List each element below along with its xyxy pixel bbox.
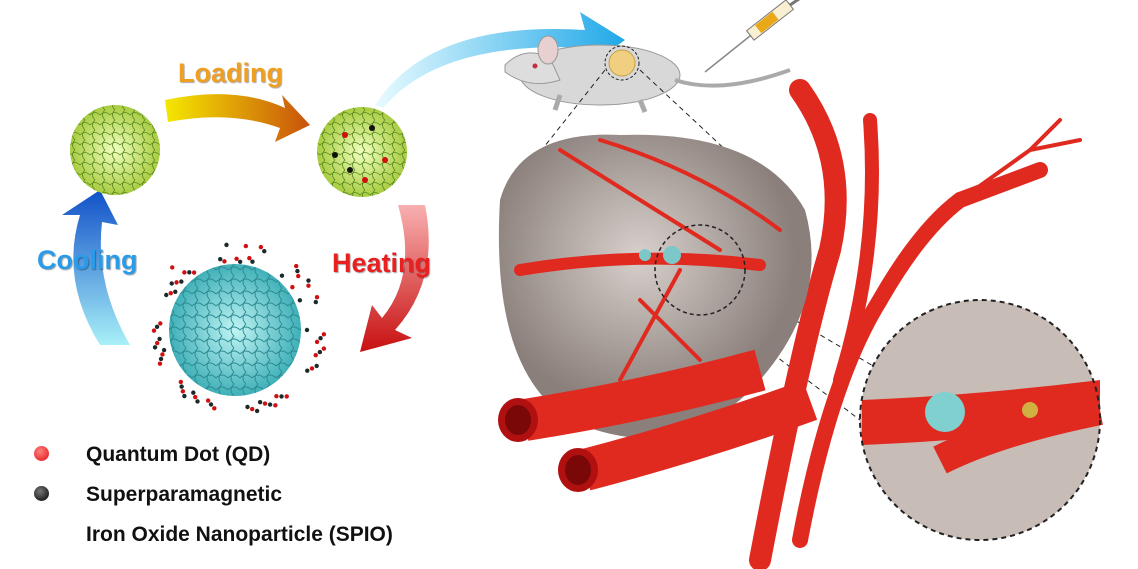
nanoparticle bbox=[157, 361, 163, 366]
nanoparticle bbox=[151, 328, 157, 333]
nanoparticle bbox=[195, 399, 200, 404]
nanoparticle bbox=[297, 298, 303, 303]
nanoparticle bbox=[317, 349, 323, 355]
nanoparticle bbox=[306, 278, 311, 283]
nanoparticle bbox=[168, 291, 173, 296]
blood-vessels bbox=[749, 79, 1082, 569]
nanoparticle bbox=[243, 243, 249, 249]
nanoparticle bbox=[305, 368, 310, 373]
nanoparticle bbox=[313, 299, 319, 305]
nanoparticle bbox=[313, 353, 318, 358]
nanoparticle bbox=[321, 346, 327, 351]
nanoparticle bbox=[154, 324, 160, 330]
nanoparticle bbox=[191, 270, 197, 275]
nanoparticle bbox=[309, 366, 315, 371]
nanoparticle bbox=[321, 332, 327, 337]
nanoparticle bbox=[295, 268, 300, 274]
spio-legend-icon bbox=[34, 486, 49, 501]
nanoparticle bbox=[158, 321, 163, 326]
nanoparticle bbox=[174, 280, 179, 285]
vessel-tubes bbox=[498, 349, 818, 492]
zoom-inset bbox=[859, 299, 1103, 541]
nanoparticle bbox=[157, 336, 162, 342]
loaded-nanoparticles bbox=[332, 125, 388, 183]
legend-spio-line1: Superparamagnetic bbox=[86, 483, 283, 506]
nanoparticle bbox=[262, 248, 267, 254]
legend-spio-line2: Iron Oxide Nanoparticle (SPIO) bbox=[86, 523, 393, 546]
nanoparticle bbox=[296, 273, 301, 279]
cooling-label: Cooling bbox=[37, 245, 138, 275]
nanoparticle bbox=[237, 259, 243, 264]
nanoparticle bbox=[179, 279, 184, 284]
nanoparticle bbox=[173, 289, 178, 294]
nanoparticle bbox=[158, 356, 164, 362]
nanoparticle bbox=[154, 340, 160, 346]
nanoparticle bbox=[250, 259, 255, 264]
heating-arrow bbox=[360, 205, 429, 352]
nanoparticle bbox=[306, 283, 311, 288]
nanoparticle bbox=[284, 394, 289, 399]
nanoparticle bbox=[279, 394, 284, 399]
nanoparticle bbox=[224, 242, 229, 248]
nanoparticle bbox=[262, 401, 268, 406]
nanoparticle bbox=[318, 336, 323, 341]
nanoparticle bbox=[152, 345, 158, 350]
nanoparticle bbox=[222, 259, 227, 264]
nanoparticle bbox=[212, 406, 217, 411]
nanoparticle bbox=[208, 402, 214, 407]
legend-qd: Quantum Dot (QD) bbox=[86, 443, 271, 466]
nanoparticle bbox=[279, 273, 285, 278]
nanoparticle bbox=[234, 256, 239, 261]
quantum-dot-legend-icon bbox=[34, 446, 49, 461]
nanoparticle bbox=[180, 389, 186, 394]
nanoparticle bbox=[169, 281, 174, 286]
nanoparticle bbox=[161, 347, 167, 353]
nanoparticle bbox=[205, 398, 211, 403]
nanoparticle bbox=[182, 393, 187, 399]
nanoparticle bbox=[182, 270, 187, 275]
nanoparticle bbox=[267, 402, 273, 407]
nanoparticle bbox=[164, 292, 169, 298]
loading-label: Loading bbox=[178, 58, 283, 88]
nanoparticle bbox=[274, 393, 279, 399]
mouse-illustration bbox=[504, 35, 791, 113]
nanoparticle bbox=[273, 403, 278, 408]
nanoparticle bbox=[191, 390, 196, 395]
nanoparticle bbox=[258, 244, 264, 250]
nanoparticle bbox=[178, 379, 184, 385]
nanoparticle bbox=[257, 399, 263, 405]
nanoparticle bbox=[245, 404, 250, 410]
nanoparticle bbox=[187, 270, 192, 275]
cooling-arrow bbox=[62, 190, 130, 345]
to-mouse-arrow bbox=[375, 12, 625, 108]
syringe-illustration bbox=[704, 0, 801, 73]
nanoparticle bbox=[304, 327, 310, 333]
nanoparticle bbox=[218, 256, 223, 262]
nanoparticle bbox=[249, 406, 255, 412]
nanoparticle bbox=[290, 284, 295, 290]
nanoparticle bbox=[314, 363, 319, 369]
nanoparticle bbox=[170, 265, 175, 270]
nanoparticle bbox=[247, 255, 252, 261]
nanoparticle bbox=[179, 384, 184, 389]
heating-label: Heating bbox=[332, 248, 432, 278]
loading-arrow bbox=[165, 94, 310, 142]
nanoparticle bbox=[193, 394, 198, 400]
nanoparticle bbox=[314, 294, 320, 300]
released-nanoparticles bbox=[151, 242, 327, 414]
small-zoom-circle bbox=[654, 224, 746, 316]
nanoparticle bbox=[314, 339, 320, 345]
nanoparticle bbox=[254, 408, 260, 414]
nanoparticle bbox=[160, 352, 165, 357]
nanoparticle bbox=[294, 263, 299, 269]
